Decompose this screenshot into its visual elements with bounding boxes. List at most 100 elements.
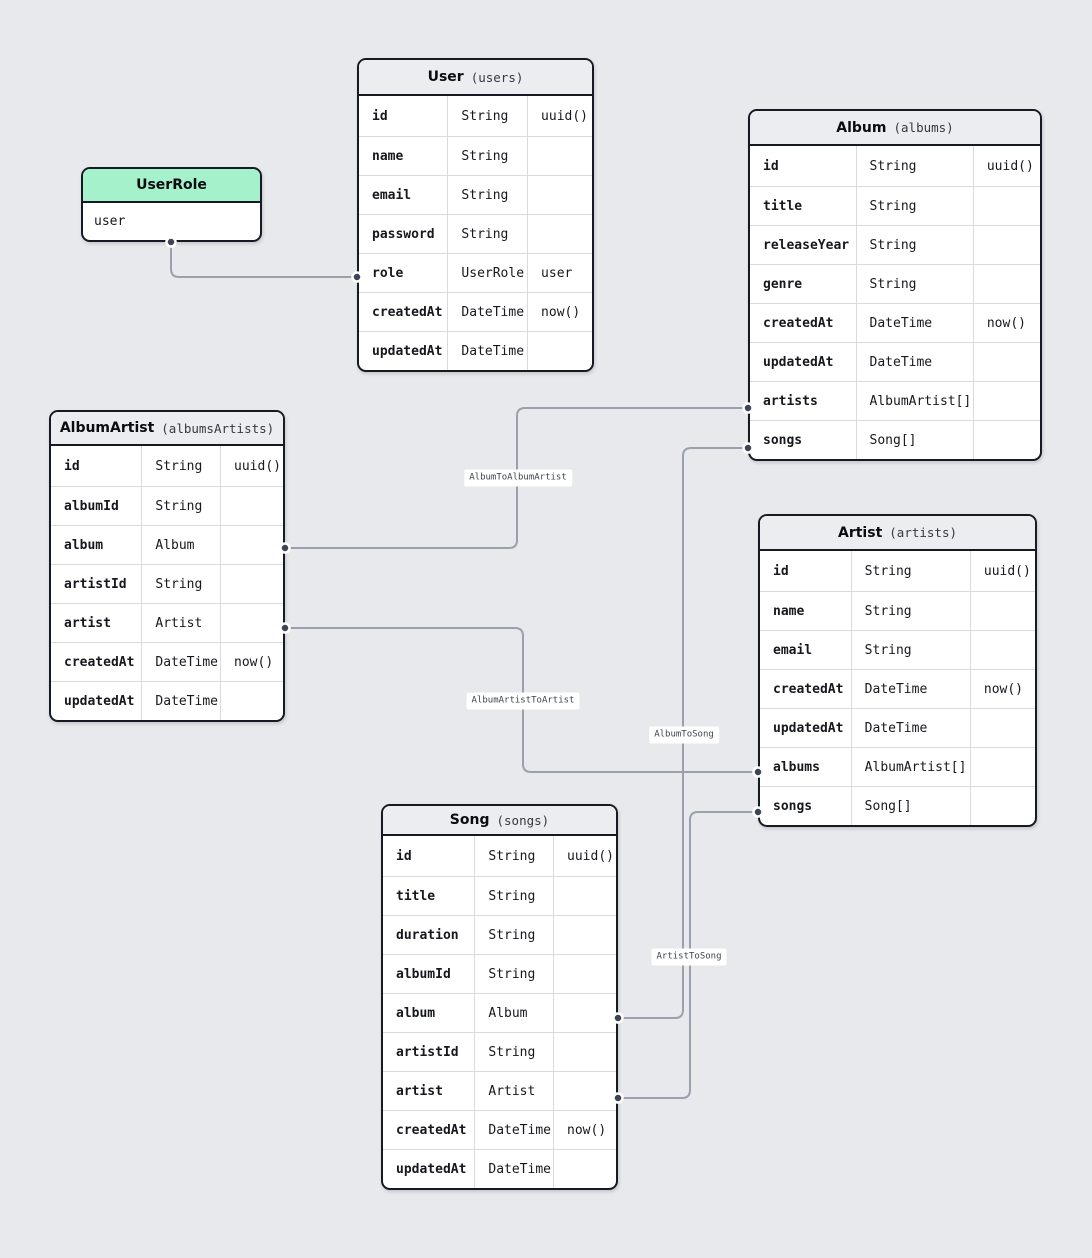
field-default: [969, 631, 1035, 669]
field-default: [553, 1033, 616, 1071]
relation-edge-AlbumArtistToArtist: [285, 627, 758, 773]
field-type: DateTime: [141, 643, 220, 681]
field-type: String: [447, 96, 527, 136]
field-type: Song[]: [855, 421, 973, 459]
field-default: [969, 592, 1035, 630]
field-default: [972, 421, 1040, 459]
field-type: Song[]: [850, 787, 970, 825]
field-type: DateTime: [447, 293, 527, 331]
field-name: createdAt: [64, 654, 135, 670]
field-default: [972, 343, 1040, 381]
field-name: updatedAt: [64, 693, 135, 709]
field-default: [527, 176, 592, 214]
table-row: duration String: [383, 915, 616, 954]
table-row: songs Song[]: [760, 786, 1035, 825]
field-name: songs: [763, 432, 803, 448]
field-type: String: [855, 146, 973, 186]
field-default: [553, 916, 616, 954]
field-type: String: [447, 215, 527, 253]
field-default: [553, 955, 616, 993]
table-row: releaseYear String: [750, 225, 1040, 264]
field-default: [553, 1150, 616, 1188]
field-type: String: [855, 265, 973, 303]
field-default: [972, 187, 1040, 225]
entity-db-name: (albumsArtists): [161, 420, 275, 436]
field-default: [527, 215, 592, 253]
field-default: [220, 526, 283, 564]
field-default: [553, 994, 616, 1032]
table-row: songs Song[]: [750, 420, 1040, 459]
field-default: [527, 137, 592, 175]
field-name: password: [372, 226, 435, 242]
field-name: updatedAt: [396, 1161, 467, 1177]
field-default: [969, 787, 1035, 825]
field-type: Artist: [474, 1072, 553, 1110]
field-type: String: [474, 836, 553, 876]
field-default: uuid(): [553, 836, 616, 876]
relation-edge-UserRoleToUser: [170, 242, 357, 278]
field-type: String: [474, 1033, 553, 1071]
field-name: releaseYear: [763, 237, 850, 253]
field-default: [969, 748, 1035, 786]
field-type: String: [855, 226, 973, 264]
field-name: duration: [396, 927, 459, 943]
field-name: albums: [773, 759, 820, 775]
field-type: AlbumArtist[]: [855, 382, 973, 420]
field-default: [972, 265, 1040, 303]
entity-title: UserRole: [136, 177, 207, 193]
field-default: [220, 487, 283, 525]
field-type: DateTime: [447, 332, 527, 370]
field-name: albumId: [64, 498, 119, 514]
field-name: id: [763, 158, 779, 174]
field-type: DateTime: [850, 709, 970, 747]
field-name: id: [773, 563, 789, 579]
field-type: AlbumArtist[]: [850, 748, 970, 786]
field-type: String: [474, 877, 553, 915]
field-default: now(): [969, 670, 1035, 708]
field-type: String: [474, 916, 553, 954]
field-name: genre: [763, 276, 803, 292]
entity-db-name: (albums): [893, 120, 954, 135]
table-row: password String: [359, 214, 592, 253]
field-name: artistId: [396, 1044, 459, 1060]
field-type: String: [474, 955, 553, 993]
field-name: name: [372, 148, 404, 164]
relation-edge-AlbumToSong: [618, 447, 748, 1019]
field-type: String: [850, 592, 970, 630]
field-type: String: [141, 487, 220, 525]
field-name: createdAt: [763, 315, 834, 331]
field-default: [527, 332, 592, 370]
field-type: Album: [474, 994, 553, 1032]
field-type: DateTime: [855, 343, 973, 381]
field-default: now(): [220, 643, 283, 681]
field-default: now(): [972, 304, 1040, 342]
field-default: [969, 709, 1035, 747]
field-name: updatedAt: [773, 720, 844, 736]
field-default: [553, 877, 616, 915]
field-name: artistId: [64, 576, 127, 592]
field-name: songs: [773, 798, 813, 814]
entity-header: Artist(artists): [760, 516, 1035, 551]
field-type: DateTime: [850, 670, 970, 708]
